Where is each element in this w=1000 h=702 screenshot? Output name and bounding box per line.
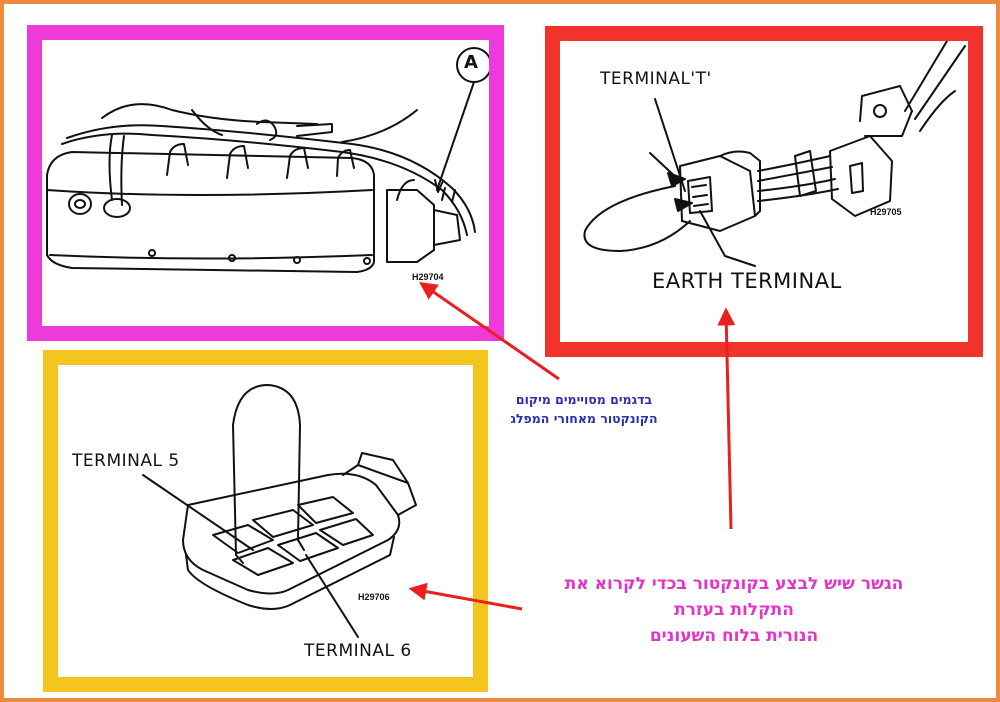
earth-terminal-panel: TERMINAL'T' EARTH TERMINAL H29705 bbox=[545, 26, 983, 357]
jumper-drawing bbox=[142, 384, 417, 638]
terminal-6-label: TERMINAL 6 bbox=[304, 641, 412, 661]
earth-terminal-label: EARTH TERMINAL bbox=[652, 269, 842, 293]
callout-circle bbox=[456, 47, 489, 83]
arrow-icon bbox=[419, 281, 560, 381]
figure-code: H29706 bbox=[358, 592, 390, 602]
figure-code: H29704 bbox=[412, 272, 444, 282]
note-line: הקונקטור מאחורי המפלג bbox=[510, 411, 658, 426]
terminal-t-label: TERMINAL'T' bbox=[600, 69, 712, 89]
annotation-arrows bbox=[408, 281, 736, 611]
terminal-5-label: TERMINAL 5 bbox=[72, 451, 180, 471]
engine-drawing bbox=[46, 47, 489, 273]
arrow-icon bbox=[717, 307, 736, 530]
note-line: בדגמים מסויימים מיקום bbox=[515, 392, 653, 407]
connector-location-note: בדגמים מסויימים מיקום הקונקטור מאחורי המ… bbox=[469, 390, 699, 428]
engine-location-panel: A H29704 bbox=[27, 25, 504, 341]
jumper-panel: TERMINAL 5 TERMINAL 6 H29706 bbox=[43, 350, 488, 692]
connector-t-drawing bbox=[583, 41, 966, 267]
arrow-icon bbox=[408, 582, 523, 611]
figure-code: H29705 bbox=[870, 207, 902, 217]
callout-letter: A bbox=[464, 52, 479, 73]
note-line: הגשר שיש לבצע בקונקטור בכדי לקרוא את bbox=[564, 574, 904, 594]
jumper-instruction-note: הגשר שיש לבצע בקונקטור בכדי לקרוא את התק… bbox=[509, 571, 959, 649]
note-line: הנורית בלוח השעונים bbox=[649, 626, 819, 646]
note-line: התקלות בעזרת bbox=[674, 600, 794, 620]
